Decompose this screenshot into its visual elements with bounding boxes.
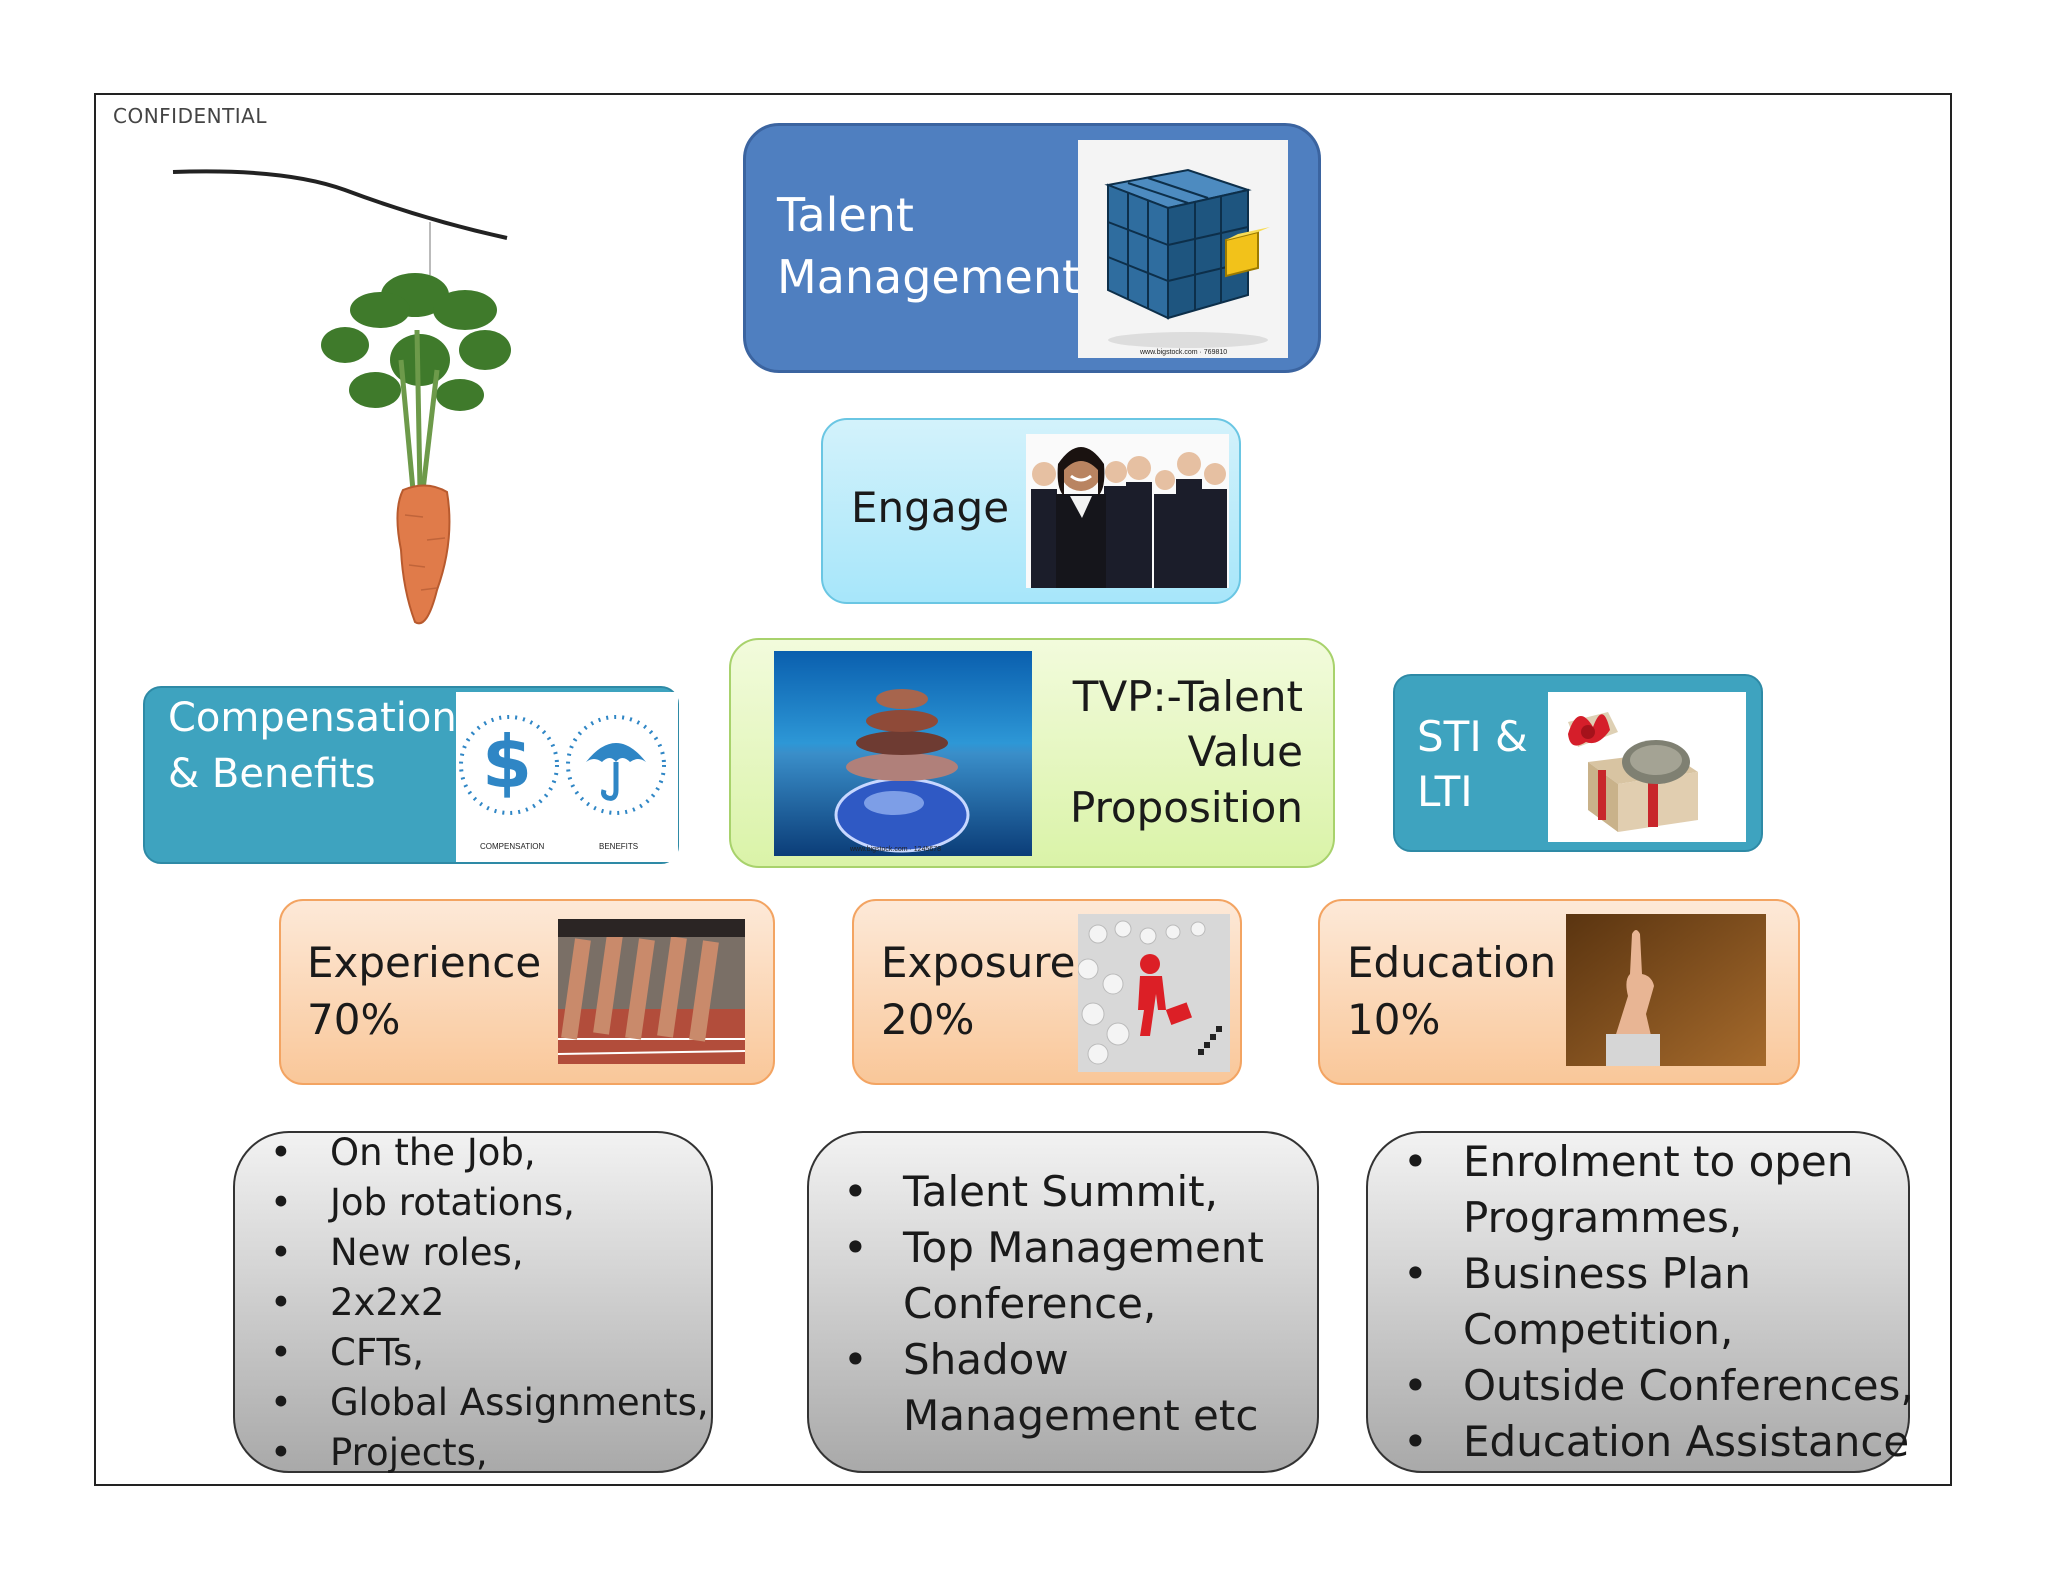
tvp-line1: TVP:-Talent: [1072, 672, 1303, 721]
gift-box-money-icon: [1548, 692, 1746, 842]
exposure-line1: Exposure: [881, 938, 1076, 987]
list-item: Global Assignments,: [240, 1378, 709, 1428]
red-leader-figure-icon: [1078, 914, 1230, 1072]
compensation-line2: & Benefits: [168, 751, 376, 797]
cube-puzzle-icon: [1078, 140, 1288, 358]
confidential-label: CONFIDENTIAL: [113, 104, 268, 128]
list-item: 2x2x2: [240, 1278, 709, 1328]
talent-management-line2: Management: [777, 250, 1081, 304]
education-line2: 10%: [1347, 995, 1441, 1044]
talent-management-line1: Talent: [777, 188, 914, 242]
experience-line2: 70%: [307, 995, 401, 1044]
sti-line2: LTI: [1417, 767, 1473, 816]
experience-list: On the Job, Job rotations, New roles, 2x…: [240, 1128, 709, 1478]
list-item: Outside Conferences,: [1373, 1358, 1914, 1414]
stacked-stones-icon: [774, 651, 1032, 856]
list-item: New roles,: [240, 1228, 709, 1278]
tvp-line3: Proposition: [1070, 783, 1303, 832]
compensation-icons-panel: $ COMPENSATION BENEFITS: [456, 692, 678, 862]
sti-line1: STI &: [1417, 712, 1528, 761]
list-item: Projects,: [240, 1428, 709, 1478]
engage-label: Engage: [851, 483, 1010, 532]
business-team-icon: [1026, 434, 1229, 588]
tvp-image-caption: www.bigstock.com · 1245678: [850, 846, 942, 853]
talent-image-caption: www.bigstock.com · 769810: [1140, 349, 1228, 356]
compensation-caption: COMPENSATION: [480, 842, 545, 851]
carrot-on-stick-icon: [172, 169, 511, 625]
umbrella-icon: [586, 743, 646, 801]
list-item: Education Assistance: [1373, 1414, 1914, 1470]
list-item: Talent Summit,: [813, 1164, 1264, 1220]
list-item: CFTs,: [240, 1328, 709, 1378]
compensation-line1: Compensation: [168, 695, 457, 741]
list-item: Job rotations,: [240, 1178, 709, 1228]
experience-line1: Experience: [307, 938, 542, 987]
runners-start-icon: [558, 919, 745, 1064]
dollar-icon: $: [482, 720, 533, 804]
education-line1: Education: [1347, 938, 1557, 987]
raised-hand-icon: [1566, 914, 1766, 1066]
exposure-line2: 20%: [881, 995, 975, 1044]
benefits-caption: BENEFITS: [599, 842, 639, 851]
exposure-list: Talent Summit, Top ManagementConference,…: [813, 1164, 1264, 1444]
list-item: On the Job,: [240, 1128, 709, 1178]
tvp-line2: Value: [1187, 727, 1303, 776]
